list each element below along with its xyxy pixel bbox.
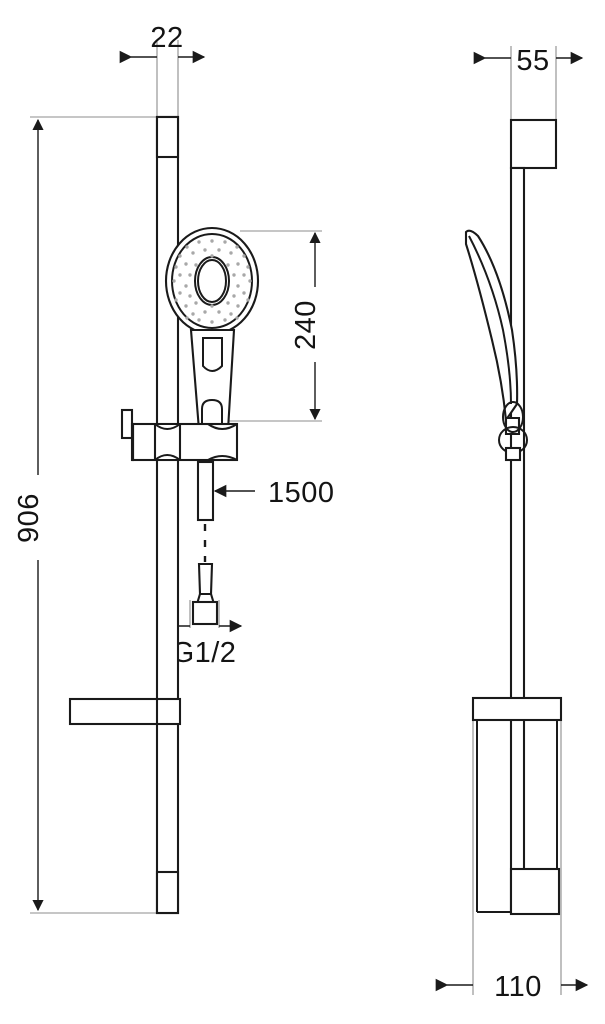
dimension-label-handset-length: 240 <box>290 300 322 350</box>
handset-handle <box>189 328 236 432</box>
dimension-thread-size: G1/2 <box>156 619 243 669</box>
rail-top-cap <box>155 115 180 159</box>
slider-bracket <box>120 408 239 462</box>
front-view <box>68 115 260 915</box>
rail-bottom-cap <box>155 870 180 915</box>
slide-rail <box>155 115 180 915</box>
dimension-hose-length: 1500 <box>213 477 335 509</box>
dimension-overall-height: 906 <box>13 118 45 912</box>
wall-bracket-bottom <box>471 696 563 916</box>
hose-nut <box>191 600 219 626</box>
soap-dish <box>68 697 182 726</box>
dimension-label-projection: 110 <box>494 971 542 1003</box>
dimension-handset-length: 240 <box>290 231 322 421</box>
slide-rail-side <box>509 166 526 915</box>
dimension-label-bracket-depth: 55 <box>516 45 549 77</box>
lever-handle <box>120 408 134 440</box>
dimension-label-thread-size: G1/2 <box>172 637 237 669</box>
wall-bracket-top <box>509 118 558 170</box>
spray-holes <box>172 239 252 324</box>
dimension-bracket-depth: 55 <box>473 45 584 77</box>
shower-head <box>164 226 260 336</box>
dimension-rail-width: 22 <box>119 22 206 64</box>
extension-lines <box>30 40 562 995</box>
dimension-projection: 110 <box>435 971 589 1003</box>
dimension-label-rail-width: 22 <box>150 22 183 54</box>
dimension-label-hose-length: 1500 <box>268 477 335 509</box>
side-view <box>464 118 563 916</box>
hose <box>191 460 219 626</box>
slider-bracket-side <box>502 401 524 433</box>
dimension-label-overall-height: 906 <box>13 493 45 543</box>
